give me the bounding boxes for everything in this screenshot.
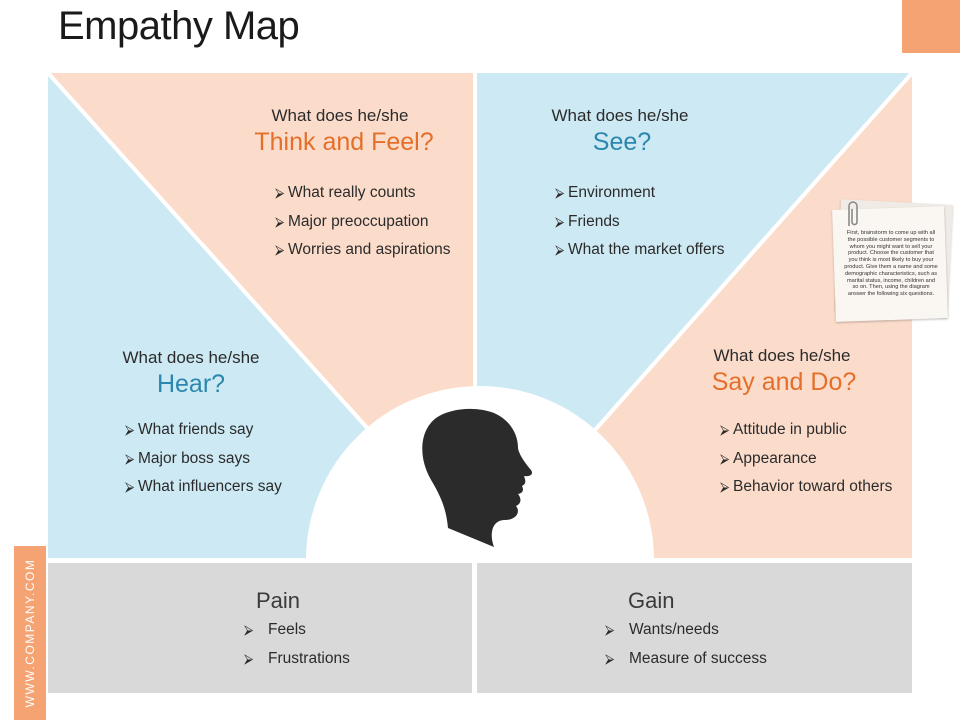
arrow-bullet-icon: ⮚	[605, 651, 615, 666]
say-do-list: ⮚Attitude in public ⮚Appearance ⮚Behavio…	[720, 421, 892, 507]
note-text: First, brainstorm to come up with all th…	[844, 230, 938, 298]
arrow-bullet-icon: ⮚	[555, 185, 565, 200]
arrow-bullet-icon: ⮚	[244, 651, 254, 666]
arrow-bullet-icon: ⮚	[244, 622, 254, 637]
hear-prompt: What does he/she	[122, 348, 260, 367]
arrow-bullet-icon: ⮚	[720, 450, 730, 466]
list-item: ⮚What friends say	[125, 421, 254, 438]
think-feel-topic: Think and Feel?	[254, 128, 434, 156]
say-do-prompt: What does he/she	[713, 346, 851, 365]
arrow-bullet-icon: ⮚	[720, 422, 730, 437]
gain-list: ⮚Wants/needs ⮚Measure of success	[605, 621, 767, 679]
head-silhouette-icon	[422, 408, 533, 547]
instruction-note: First, brainstorm to come up with all th…	[830, 199, 953, 328]
list-item: ⮚Worries and aspirations	[275, 241, 451, 258]
think-feel-list: ⮚What really counts ⮚Major preoccupation…	[275, 184, 451, 270]
list-item: ⮚Wants/needs	[605, 621, 719, 638]
list-item: ⮚Measure of success	[605, 650, 767, 667]
list-item: ⮚Major preoccupation	[275, 212, 429, 230]
list-item: ⮚Frustrations	[244, 650, 350, 667]
list-item: ⮚Major boss says	[125, 449, 250, 467]
arrow-bullet-icon: ⮚	[605, 622, 615, 637]
paperclip-icon	[848, 201, 858, 226]
website-side-tab: WWW.COMPANY.COM	[14, 546, 46, 720]
arrow-bullet-icon: ⮚	[125, 422, 135, 437]
gain-title: Gain	[628, 588, 675, 613]
arrow-bullet-icon: ⮚	[555, 213, 565, 229]
list-item: ⮚Appearance	[720, 449, 817, 467]
arrow-bullet-icon: ⮚	[555, 242, 565, 257]
pain-title: Pain	[256, 588, 301, 613]
think-feel-region	[48, 73, 474, 430]
list-item: ⮚Behavior toward others	[720, 478, 893, 495]
list-item: ⮚Attitude in public	[720, 421, 847, 438]
see-topic: See?	[592, 128, 652, 156]
see-region	[476, 73, 912, 430]
arrow-bullet-icon: ⮚	[125, 479, 135, 494]
pain-list: ⮚Feels ⮚Frustrations	[244, 621, 350, 679]
gain-panel	[477, 563, 912, 693]
list-item: ⮚What influencers say	[125, 478, 282, 495]
arrow-bullet-icon: ⮚	[720, 479, 730, 494]
hear-topic: Hear?	[156, 370, 226, 398]
list-item: ⮚What the market offers	[555, 241, 725, 258]
hear-list: ⮚What friends say ⮚Major boss says ⮚What…	[125, 421, 282, 507]
list-item: ⮚Environment	[555, 184, 656, 201]
list-item: ⮚Feels	[244, 621, 306, 638]
see-list: ⮚Environment ⮚Friends ⮚What the market o…	[555, 184, 725, 270]
arrow-bullet-icon: ⮚	[275, 185, 285, 200]
say-do-topic: Say and Do?	[711, 368, 857, 396]
arrow-bullet-icon: ⮚	[125, 450, 135, 466]
arrow-bullet-icon: ⮚	[275, 213, 285, 229]
arrow-bullet-icon: ⮚	[275, 242, 285, 257]
page-title: Empathy Map	[58, 4, 300, 48]
website-label: WWW.COMPANY.COM	[23, 558, 37, 708]
think-feel-prompt: What does he/she	[271, 106, 409, 125]
corner-accent-block	[902, 0, 960, 53]
list-item: ⮚What really counts	[275, 184, 416, 201]
see-prompt: What does he/she	[551, 106, 689, 125]
pain-panel	[48, 563, 472, 693]
list-item: ⮚Friends	[555, 212, 620, 230]
